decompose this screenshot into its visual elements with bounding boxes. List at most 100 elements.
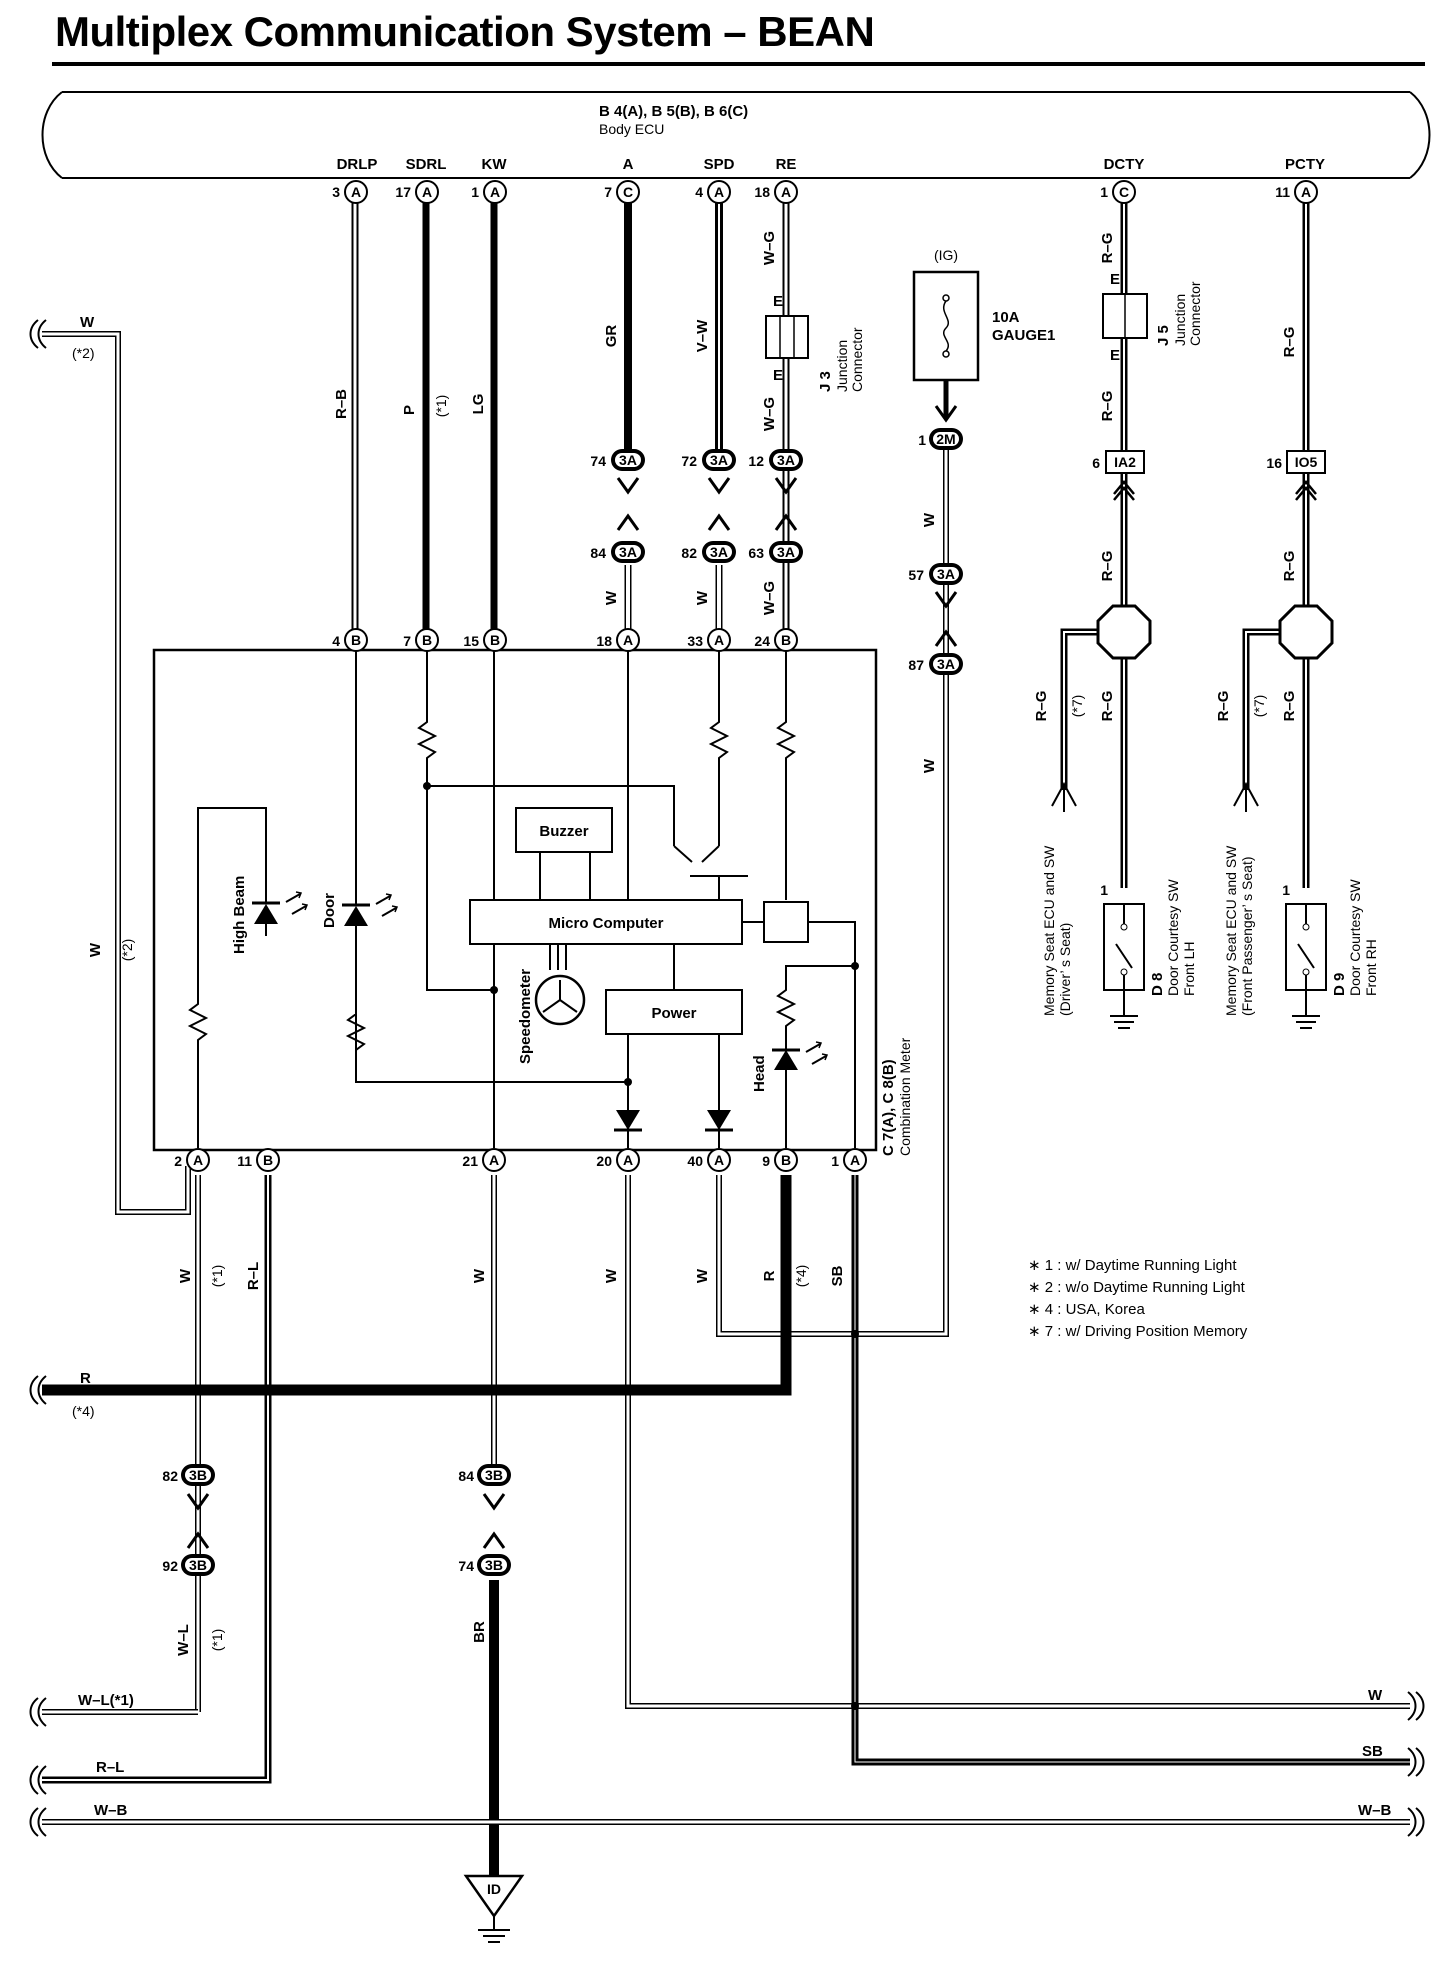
lead-left-r: R <box>80 1370 91 1387</box>
conn-circle-drlp <box>344 180 368 204</box>
high-beam-label: High Beam <box>231 876 248 954</box>
wire-label-t40: W <box>694 1268 711 1283</box>
micro-computer-box <box>469 899 743 945</box>
meter-top-conn-24: B <box>781 632 791 648</box>
ground-id: ID <box>463 1874 525 1943</box>
meter-top-circle-4 <box>344 628 368 652</box>
pin-spd: 4 <box>695 184 703 200</box>
pin-c3b-92: 92 <box>162 1558 178 1574</box>
meter-top-circle-33 <box>707 628 731 652</box>
meter-top-circle-15 <box>483 628 507 652</box>
page-title: Multiplex Communication System – BEAN <box>55 8 875 55</box>
pin-a: 7 <box>604 184 612 200</box>
fuse-rating: 10A <box>992 309 1020 326</box>
wire-label-mem-dr: R–G <box>1033 691 1050 722</box>
wire-label-dcty-top: R–G <box>1099 233 1116 264</box>
meter-top-pin-33: 33 <box>687 633 703 649</box>
wire-label-left-w: W <box>87 942 104 957</box>
j5-terminal-bottom: E <box>1110 347 1120 364</box>
splice-points <box>851 1330 859 1710</box>
conn-io5-box <box>1286 450 1326 474</box>
meter-resistors <box>187 718 797 1060</box>
ground-id-label: ID <box>487 1881 501 1897</box>
terminal-label-a: A <box>623 156 634 173</box>
wire-label-t1: SB <box>829 1265 846 1286</box>
pin-c3a-12: 12 <box>748 453 764 469</box>
conn-sdrl: A <box>422 184 432 200</box>
wire-label-gauge-low: W <box>921 758 938 773</box>
switch-d9: 1 D 9 Door Courtesy SW Front RH <box>1282 879 1379 1029</box>
wire-note-t2: (*1) <box>209 1265 225 1288</box>
high-beam-led-icon <box>252 876 309 936</box>
pin-c3b-74: 74 <box>458 1558 474 1574</box>
pin-kw: 1 <box>471 184 479 200</box>
terminal-label-pcty: PCTY <box>1285 156 1325 173</box>
meter-bottom-circle-20 <box>616 1148 640 1172</box>
pin-c3a-57: 57 <box>908 567 924 583</box>
note-4: ∗ 7 : w/ Driving Position Memory <box>1028 1323 1248 1340</box>
lead-left-w: W <box>80 314 95 331</box>
d8-name2: Front LH <box>1181 942 1197 996</box>
meter-bottom-pin-11: 11 <box>237 1153 252 1169</box>
j3-name2: Connector <box>849 327 865 392</box>
conn-2m: 2M <box>936 431 955 447</box>
lead-left-wb: W–B <box>94 1802 128 1819</box>
conn-circle-re <box>774 180 798 204</box>
d9-name2: Front RH <box>1363 939 1379 996</box>
door-led-icon <box>342 893 399 1010</box>
body-ecu: B 4(A), B 5(B), B 6(C) Body ECU <box>41 91 1431 179</box>
wire-label-spd-low: W <box>694 590 711 605</box>
wire-t20 <box>625 1175 1410 1709</box>
meter-bottom-pin-20: 20 <box>596 1153 612 1169</box>
pin-c3a-74: 74 <box>590 453 606 469</box>
micro-computer-label: Micro Computer <box>548 915 663 932</box>
power-box <box>605 989 743 1035</box>
pin-c3a-72: 72 <box>681 453 697 469</box>
conn-3a-87-tag-inner <box>933 657 959 671</box>
wire-label-br: BR <box>471 1621 488 1643</box>
conn-3a-63-tag-inner <box>773 545 799 559</box>
note-1: ∗ 1 : w/ Daytime Running Light <box>1028 1257 1237 1274</box>
wire-label-dcty-low: R–G <box>1099 551 1116 582</box>
conn-pcty: A <box>1301 184 1311 200</box>
buzzer-label: Buzzer <box>539 823 588 840</box>
conn-2m-tag-inner <box>933 432 959 446</box>
wire-label-a-low: W <box>603 590 620 605</box>
pin-sdrl: 17 <box>395 184 411 200</box>
combination-meter: C 7(A), C 8(B) Combination Meter <box>152 648 913 1156</box>
meter-top-pin-18: 18 <box>596 633 612 649</box>
wire-note-t9: (*4) <box>793 1265 809 1288</box>
lead-left-r-note: (*4) <box>72 1403 95 1419</box>
meter-bottom-pin-2: 2 <box>174 1153 182 1169</box>
meter-top-circle-18 <box>616 628 640 652</box>
meter-top-circle-7 <box>415 628 439 652</box>
conn-3b-74-tag-inner <box>481 1558 507 1572</box>
fuse-name: GAUGE1 <box>992 327 1055 344</box>
arrow-memory-dr <box>1051 781 1077 812</box>
meter-bottom-conn-11: B <box>263 1152 273 1168</box>
pin-dcty: 1 <box>1100 184 1108 200</box>
meter-top-circle-24 <box>774 628 798 652</box>
conn-circle-sdrl <box>415 180 439 204</box>
pin-ia2: 6 <box>1092 455 1100 471</box>
conn-kw: A <box>490 184 500 200</box>
pin-pcty: 11 <box>1275 184 1290 200</box>
lead-left-rl: R–L <box>96 1759 124 1776</box>
wire-label-t2: W <box>177 1268 194 1283</box>
wire-note-mem-dr: (*7) <box>1069 695 1085 718</box>
d8-pin: 1 <box>1100 882 1108 898</box>
lead-right-sb: SB <box>1362 1743 1383 1760</box>
power-label: Power <box>651 1005 696 1022</box>
wire-label-t20: W <box>603 1268 620 1283</box>
head-led-icon <box>772 1040 829 1070</box>
wire-label-dcty-sw: R–G <box>1099 691 1116 722</box>
meter-junction-dots <box>423 782 859 1086</box>
pin-re: 18 <box>754 184 770 200</box>
wire-label-re-low: W–G <box>761 581 778 615</box>
conn-3a-84-tag-inner <box>615 545 641 559</box>
terminal-label-drlp: DRLP <box>337 156 378 173</box>
wire-label-pcty-mid: R–G <box>1281 551 1298 582</box>
memory-dr-line2: (Driver’ s Seat) <box>1057 923 1073 1016</box>
wire-note-mem-ps: (*7) <box>1251 695 1267 718</box>
